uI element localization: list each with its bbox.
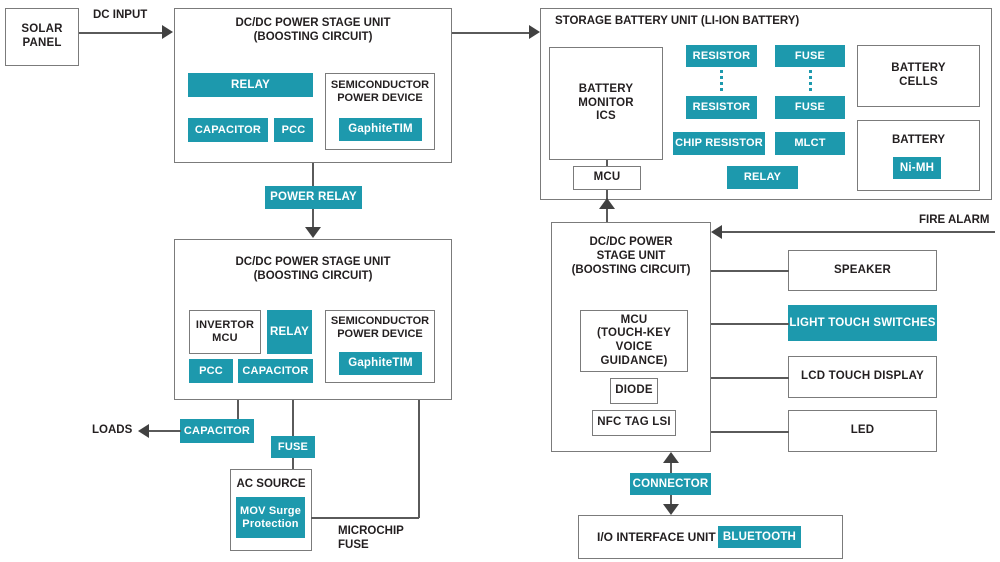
ac-source-label: AC SOURCE: [236, 478, 306, 490]
battery-monitor-ics-label: BATTERY MONITOR ICS: [578, 83, 634, 123]
storage-battery-unit-title: STORAGE BATTERY UNIT (LI-ION BATTERY): [555, 15, 800, 27]
unit1-semiconductor-label: SEMICONDUCTOR POWER DEVICE: [330, 79, 430, 105]
line-solar-to-unit1: [79, 32, 163, 34]
storage-mcu-label: MCU: [593, 171, 621, 184]
arrowhead-power-relay-to-unit2: [305, 227, 321, 238]
nfc-tag-lsi-box: NFC TAG LSI: [592, 410, 676, 436]
unit3-mcu-label: MCU (TOUCH-KEY VOICE GUIDANCE): [597, 313, 671, 367]
arrowhead-solar-to-unit1: [162, 25, 173, 39]
solar-panel-label: SOLAR PANEL: [21, 23, 63, 49]
unit2-capacitor-chip: CAPACITOR: [238, 359, 313, 383]
line-unit3-to-led: [711, 431, 789, 433]
battery-box: [857, 120, 980, 191]
fire-alarm-label: FIRE ALARM: [919, 214, 990, 226]
arrowhead-unit1-to-storage: [529, 25, 540, 39]
line-unit1-to-power-relay: [312, 163, 314, 187]
unit3-mcu-box: MCU (TOUCH-KEY VOICE GUIDANCE): [580, 310, 688, 372]
unit2-invertor-mcu: INVERTOR MCU: [189, 310, 261, 354]
line-unit1-to-storage: [452, 32, 535, 34]
unit2-invertor-mcu-label: INVERTOR MCU: [195, 319, 255, 344]
solar-panel-box: SOLAR PANEL: [5, 8, 79, 66]
line-microchip-fuse: [311, 517, 419, 519]
line-unit2-to-fuse: [292, 400, 294, 437]
line-unit3-to-light-touch-switches: [711, 323, 789, 325]
dotted-connector-fuse: [809, 70, 812, 94]
line-capacitor-to-loads: [146, 430, 181, 432]
nfc-tag-lsi-label: NFC TAG LSI: [597, 416, 671, 429]
battery-cells-label: BATTERY CELLS: [891, 62, 946, 88]
connector-chip: CONNECTOR: [630, 473, 711, 495]
diode-box: DIODE: [610, 378, 658, 404]
line-fuse-to-ac-source: [292, 458, 294, 470]
peripheral-led-box: LED: [788, 410, 937, 452]
arrowhead-unit3-to-storage: [599, 198, 615, 209]
battery-cells-box: BATTERY CELLS: [857, 45, 980, 107]
power-relay-chip: POWER RELAY: [265, 186, 362, 209]
storage-resistor-top-chip: RESISTOR: [686, 45, 757, 67]
arrowhead-connector-to-io-unit: [663, 504, 679, 515]
unit2-semiconductor-label: SEMICONDUCTOR POWER DEVICE: [330, 315, 430, 341]
microchip-fuse-label: MICROCHIP FUSE: [338, 525, 404, 551]
peripheral-light-touch-switches-box: LIGHT TOUCH SWITCHES: [788, 305, 937, 341]
line-unit3-to-connector: [670, 458, 672, 474]
unit2-graphitetim-chip: GaphiteTIM: [339, 352, 422, 375]
storage-fuse-bottom-chip: FUSE: [775, 96, 845, 119]
line-unit2-to-microchip-fuse: [418, 400, 420, 518]
unit2-pcc-chip: PCC: [189, 359, 233, 383]
unit3-title: DC/DC POWER STAGE UNIT (BOOSTING CIRCUIT…: [571, 236, 691, 277]
loads-capacitor-chip: CAPACITOR: [180, 419, 254, 443]
peripheral-speaker-box: SPEAKER: [788, 250, 937, 291]
storage-mlct-chip: MLCT: [775, 132, 845, 155]
loads-label: LOADS: [92, 424, 133, 436]
peripheral-lcd-touch-display-box: LCD TOUCH DISPLAY: [788, 356, 937, 398]
battery-monitor-ics-box: BATTERY MONITOR ICS: [549, 47, 663, 160]
line-unit2-to-capacitor: [237, 400, 239, 420]
line-unit3-to-storage: [606, 190, 608, 231]
peripheral-lcd-touch-display-label: LCD TOUCH DISPLAY: [801, 370, 924, 383]
storage-chip-resistor-chip: CHIP RESISTOR: [673, 132, 765, 155]
unit1-capacitor-chip: CAPACITOR: [188, 118, 268, 142]
line-power-relay-to-unit2: [312, 209, 314, 231]
unit1-pcc-chip: PCC: [274, 118, 313, 142]
arrowhead-connector-to-unit3: [663, 452, 679, 463]
line-unit3-to-lcd-touch-display: [711, 377, 789, 379]
nimh-chip: Ni-MH: [893, 157, 941, 179]
unit1-title: DC/DC POWER STAGE UNIT (BOOSTING CIRCUIT…: [235, 17, 391, 44]
line-unit3-to-speaker: [711, 270, 789, 272]
battery-label: BATTERY: [891, 134, 946, 146]
unit1-relay-chip: RELAY: [188, 73, 313, 97]
peripheral-speaker-label: SPEAKER: [834, 263, 891, 276]
unit2-relay-chip: RELAY: [267, 310, 312, 354]
dotted-connector-resistor: [720, 70, 723, 94]
arrowhead-fire-alarm: [711, 225, 722, 239]
mov-surge-protection-chip: MOV Surge Protection: [236, 497, 305, 538]
diode-label: DIODE: [615, 384, 653, 397]
line-monitor-to-mcu: [606, 160, 608, 166]
arrowhead-to-loads: [138, 424, 149, 438]
bluetooth-chip: BLUETOOTH: [718, 526, 801, 548]
line-connector-to-io-unit: [670, 495, 672, 511]
ac-fuse-chip: FUSE: [271, 436, 315, 458]
peripheral-led-label: LED: [850, 424, 875, 437]
storage-relay-chip: RELAY: [727, 166, 798, 189]
storage-mcu-box: MCU: [573, 166, 641, 190]
unit1-graphitetim-chip: GaphiteTIM: [339, 118, 422, 141]
io-interface-unit-label: I/O INTERFACE UNIT: [597, 530, 716, 544]
storage-fuse-top-chip: FUSE: [775, 45, 845, 67]
storage-resistor-bottom-chip: RESISTOR: [686, 96, 757, 119]
unit2-title: DC/DC POWER STAGE UNIT (BOOSTING CIRCUIT…: [235, 256, 391, 283]
dc-input-label: DC INPUT: [93, 9, 148, 21]
line-fire-alarm: [722, 231, 995, 233]
